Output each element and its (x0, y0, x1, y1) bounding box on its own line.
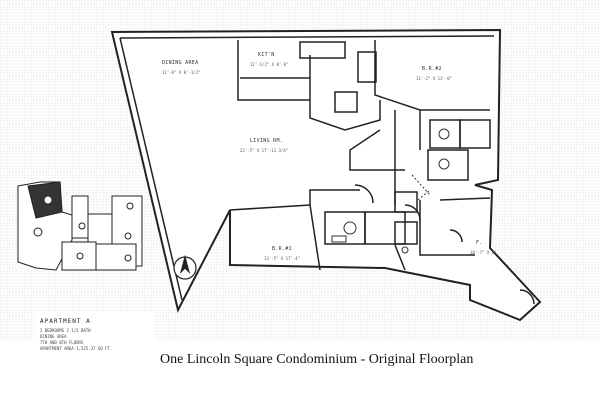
exterior-wall (110, 28, 542, 322)
apartment-line-3: 7TH AND 8TH FLOORS (40, 340, 84, 345)
floorplan-caption: One Lincoln Square Condominium - Origina… (160, 352, 474, 367)
room-label-living: LIVING RM. (250, 138, 284, 144)
room-dim-bedroom-top: 11'-2" X 13'-0" (416, 76, 453, 81)
fixtures (331, 128, 450, 254)
apartment-info-box (34, 312, 154, 360)
key-plan (17, 181, 143, 271)
apartment-line-1: 2 BEDROOMS 2 1/2 BATH (40, 328, 91, 333)
interior-walls (119, 35, 535, 305)
room-label-dining: DINING AREA (162, 60, 199, 66)
room-label-bedroom-top: B.R.#2 (422, 66, 442, 72)
room-dim-foyer: 10'-7" X 7' (470, 250, 497, 255)
room-dim-kitchen: 12'-1/2" X 8'-6" (250, 62, 289, 67)
apartment-title: APARTMENT A (40, 318, 91, 325)
room-label-bedroom-main: B.R.#1 (272, 246, 292, 252)
compass-icon (173, 254, 197, 280)
room-label-foyer: F. (476, 240, 483, 246)
room-dim-dining: 11'-6" X 8'-1/2" (162, 70, 201, 75)
apartment-line-4: APARTMENT AREA 1,525.37 SQ FT. (40, 346, 113, 351)
room-dim-living: 22'-5" X 17'-11 3/4" (240, 148, 289, 153)
apartment-line-2: DINING AREA (40, 334, 67, 339)
room-label-kitchen: KIT'N (258, 52, 275, 58)
main-floorplan (110, 28, 542, 322)
room-dim-bedroom-main: 13'-5" X 17'-4" (264, 256, 301, 261)
